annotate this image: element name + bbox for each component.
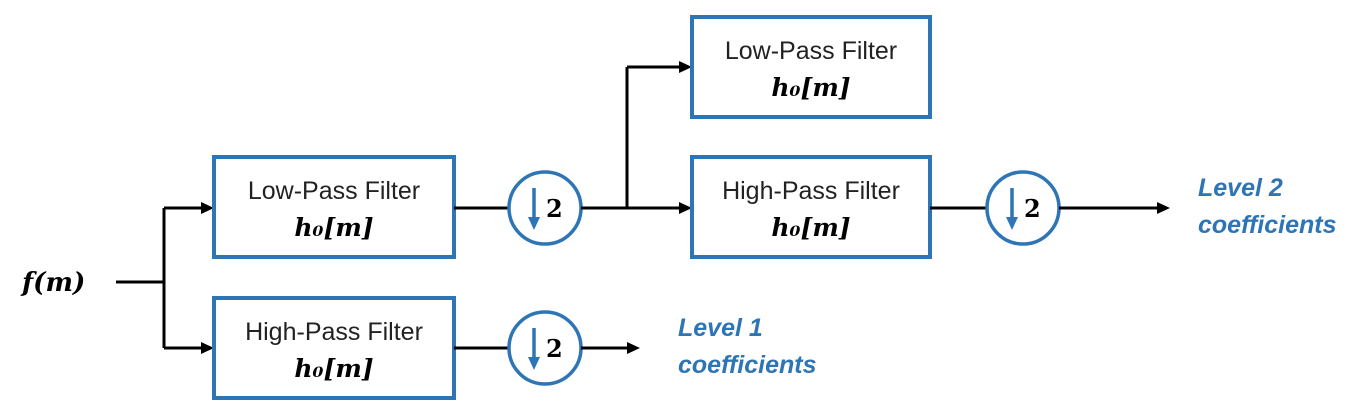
level2-output: Level 2 coefficients bbox=[1059, 174, 1337, 239]
filter-formula: h₀[m] bbox=[771, 213, 850, 242]
downsample-factor: 2 bbox=[1024, 194, 1041, 223]
downsample-factor: 2 bbox=[546, 334, 563, 363]
filter-formula: h₀[m] bbox=[294, 354, 373, 383]
filter-title: Low-Pass Filter bbox=[725, 37, 897, 65]
downsampler-2: 2 bbox=[507, 310, 583, 386]
level1-lowpass-filter-box: Low-Pass Filter h₀[m] bbox=[212, 155, 456, 259]
filter-formula: h₀[m] bbox=[771, 73, 850, 102]
level2-label-line1: Level 2 bbox=[1198, 174, 1283, 202]
filter-title: High-Pass Filter bbox=[722, 177, 900, 205]
level1-output: Level 1 coefficients bbox=[581, 314, 817, 379]
level1-highpass-filter-box: High-Pass Filter h₀[m] bbox=[212, 296, 456, 400]
filter-title: Low-Pass Filter bbox=[248, 177, 420, 205]
downsampler-3: 2 bbox=[985, 170, 1061, 246]
level2-highpass-filter-box: High-Pass Filter h₀[m] bbox=[690, 155, 932, 259]
input-wires bbox=[116, 202, 214, 354]
downsample-factor: 2 bbox=[546, 194, 563, 223]
level1-label-line2: coefficients bbox=[678, 351, 817, 379]
filter-title: High-Pass Filter bbox=[245, 318, 423, 346]
downsampler-1: 2 bbox=[507, 170, 583, 246]
level1-label-line1: Level 1 bbox=[678, 314, 763, 342]
level2-lowpass-filter-box: Low-Pass Filter h₀[m] bbox=[690, 15, 932, 119]
level2-label-line2: coefficients bbox=[1198, 211, 1337, 239]
level2-split-wires bbox=[581, 61, 692, 214]
input-signal-label: f(m) bbox=[20, 268, 85, 298]
filter-formula: h₀[m] bbox=[294, 213, 373, 242]
